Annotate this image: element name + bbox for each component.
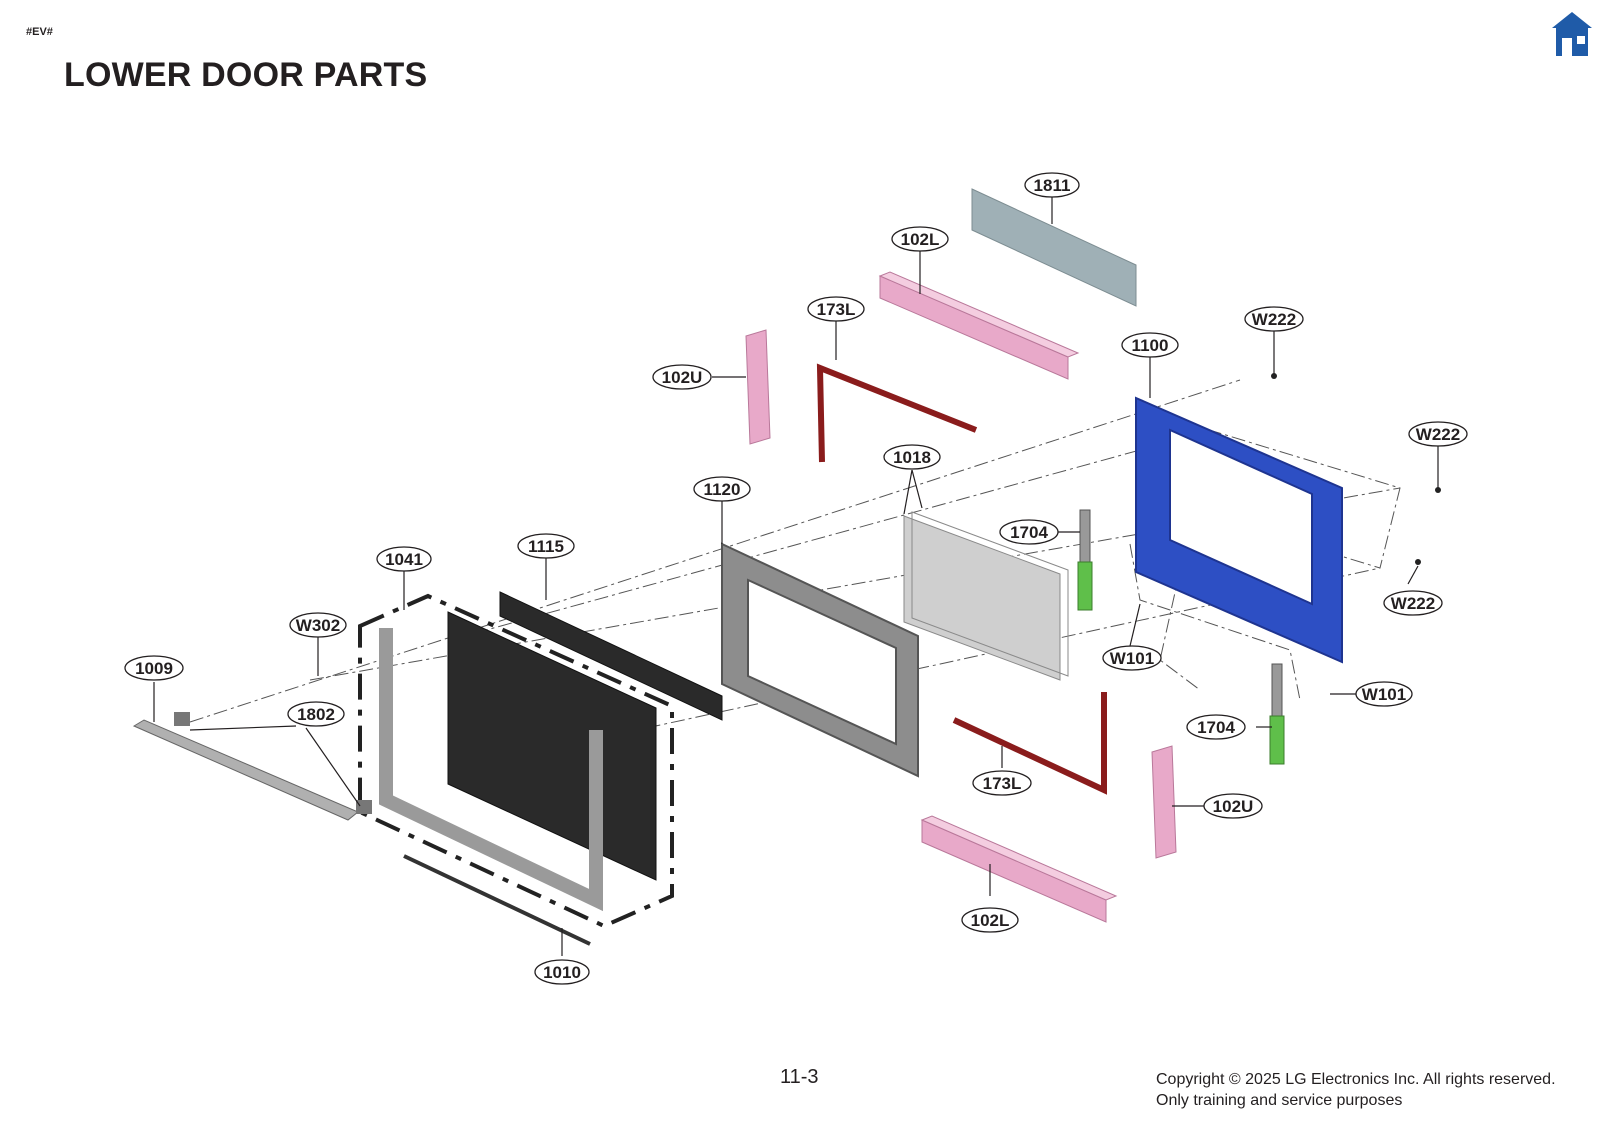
callout-label: 1811 — [1034, 176, 1071, 195]
callout-label: 173L — [983, 774, 1022, 793]
page-title: LOWER DOOR PARTS — [64, 56, 428, 94]
callout-1704-lower: 1704 — [1186, 714, 1246, 740]
callout-label: W101 — [1362, 685, 1406, 704]
callout-label: W101 — [1110, 649, 1154, 668]
home-icon[interactable] — [1550, 10, 1594, 58]
callout-label: 1100 — [1132, 336, 1169, 355]
callout-label: W222 — [1391, 594, 1435, 613]
callout-label: W302 — [296, 616, 340, 635]
callout-labels: 1811 102L 173L 102U W222 1100 W222 1018 … — [124, 172, 1468, 985]
callout-1018: 1018 — [883, 444, 941, 470]
callout-102u-bottom: 102U — [1203, 793, 1263, 819]
callout-1802: 1802 — [287, 701, 345, 727]
callout-label: 1115 — [528, 537, 564, 556]
callout-1120: 1120 — [693, 476, 751, 502]
callout-1010: 1010 — [534, 959, 590, 985]
callout-label: 1041 — [385, 550, 423, 569]
callout-w302: W302 — [289, 612, 347, 638]
callout-label: 1802 — [297, 705, 335, 724]
copyright-notice: Copyright © 2025 LG Electronics Inc. All… — [1156, 1069, 1556, 1111]
callout-1811: 1811 — [1024, 172, 1080, 198]
callout-label: 1018 — [893, 448, 931, 467]
callout-102u-top: 102U — [652, 364, 712, 390]
callout-1009: 1009 — [124, 655, 184, 681]
callout-102l-bottom: 102L — [961, 907, 1019, 933]
callout-173l-top: 173L — [807, 296, 865, 322]
callout-label: 102L — [901, 230, 940, 249]
callout-label: 1009 — [135, 659, 173, 678]
callout-102l-top: 102L — [891, 226, 949, 252]
callout-label: 173L — [817, 300, 856, 319]
callout-w222-lower: W222 — [1383, 590, 1443, 616]
usage-note: Only training and service purposes — [1156, 1092, 1403, 1109]
copyright-line: Copyright © 2025 LG Electronics Inc. All… — [1156, 1071, 1556, 1088]
callout-1704-upper: 1704 — [999, 519, 1059, 545]
callout-1115: 1115 — [517, 533, 575, 559]
callout-173l-bottom: 173L — [972, 770, 1032, 796]
callout-label: 102L — [971, 911, 1010, 930]
callout-label: W222 — [1252, 310, 1296, 329]
callout-w101-right: W101 — [1355, 681, 1413, 707]
callout-label: 1704 — [1010, 523, 1048, 542]
callout-label: W222 — [1416, 425, 1460, 444]
doc-tag: #EV# — [26, 26, 53, 38]
callout-label: 1704 — [1197, 718, 1235, 737]
callout-w101-left: W101 — [1102, 645, 1162, 671]
page-number: 11-3 — [780, 1066, 819, 1088]
callout-1100: 1100 — [1121, 332, 1179, 358]
callout-w222-right: W222 — [1408, 421, 1468, 447]
callout-label: 102U — [1213, 797, 1254, 816]
callout-label: 1010 — [543, 963, 581, 982]
callout-w222-top: W222 — [1244, 306, 1304, 332]
callout-label: 102U — [662, 368, 703, 387]
callout-1041: 1041 — [376, 546, 432, 572]
callout-label: 1120 — [704, 480, 741, 499]
